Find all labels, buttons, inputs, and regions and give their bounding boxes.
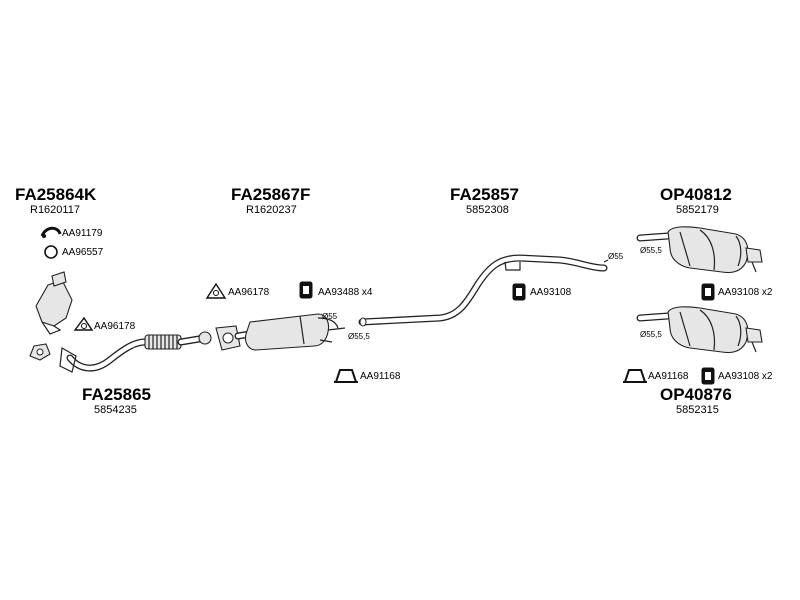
dimension-label-d55-5-bottom: Ø55,5 <box>640 330 662 339</box>
dimension-label-d55-5-center: Ø55,5 <box>348 332 370 341</box>
rear-muffler-top-part <box>636 226 763 274</box>
assembly-code-fa25865: FA25865 <box>82 385 151 404</box>
rubber-mount-icon <box>701 283 715 301</box>
front-downpipe-part <box>29 271 212 373</box>
accessory-label-aa91168-right: AA91168 <box>648 371 689 382</box>
accessory-label-aa91179: AA91179 <box>62 228 103 239</box>
assembly-code-op40812: OP40812 <box>660 185 732 204</box>
rubber-mount-icon <box>701 367 715 385</box>
assembly-ref-op40812: 5852179 <box>676 204 719 216</box>
flange-gasket-icon <box>73 316 94 331</box>
assembly-code-fa25867f: FA25867F <box>231 185 311 204</box>
center-muffler-part <box>215 313 346 351</box>
ring-gasket-icon <box>44 245 58 259</box>
assembly-ref-op40876: 5852315 <box>676 404 719 416</box>
dimension-label-d55-pipe: Ø55 <box>608 252 624 261</box>
intermediate-pipe-part <box>358 254 609 327</box>
rubber-mount-icon <box>299 281 313 299</box>
dimension-label-d55-center: Ø55 <box>322 312 338 321</box>
flange-gasket-icon <box>205 282 227 299</box>
dimension-label-d55-5-top: Ø55,5 <box>640 246 662 255</box>
accessory-label-aa96557: AA96557 <box>62 247 104 258</box>
rear-muffler-bottom-part <box>636 306 763 354</box>
rubber-mount-icon <box>512 283 526 301</box>
clamp-icon <box>334 369 358 383</box>
assembly-code-fa25857: FA25857 <box>450 185 519 204</box>
assembly-ref-fa25857: 5852308 <box>466 204 509 216</box>
assembly-code-fa25864k: FA25864K <box>15 185 97 204</box>
accessory-label-aa93108-bottom: AA93108 x2 <box>718 371 773 382</box>
accessory-label-aa96178-left: AA96178 <box>94 321 136 332</box>
accessory-label-aa96178-mid: AA96178 <box>228 287 270 298</box>
accessory-label-aa93108-top: AA93108 x2 <box>718 287 773 298</box>
assembly-code-op40876: OP40876 <box>660 385 732 404</box>
accessory-label-aa93108-mid: AA93108 <box>530 287 572 298</box>
assembly-ref-fa25865: 5854235 <box>94 404 137 416</box>
assembly-ref-fa25864k: R1620117 <box>30 204 80 216</box>
accessory-label-aa91168-mid: AA91168 <box>360 371 401 382</box>
assembly-ref-fa25867f: R1620237 <box>246 204 297 216</box>
accessory-label-aa93488: AA93488 x4 <box>318 287 373 298</box>
rubber-hook-icon <box>40 226 62 238</box>
clamp-icon <box>623 369 647 383</box>
